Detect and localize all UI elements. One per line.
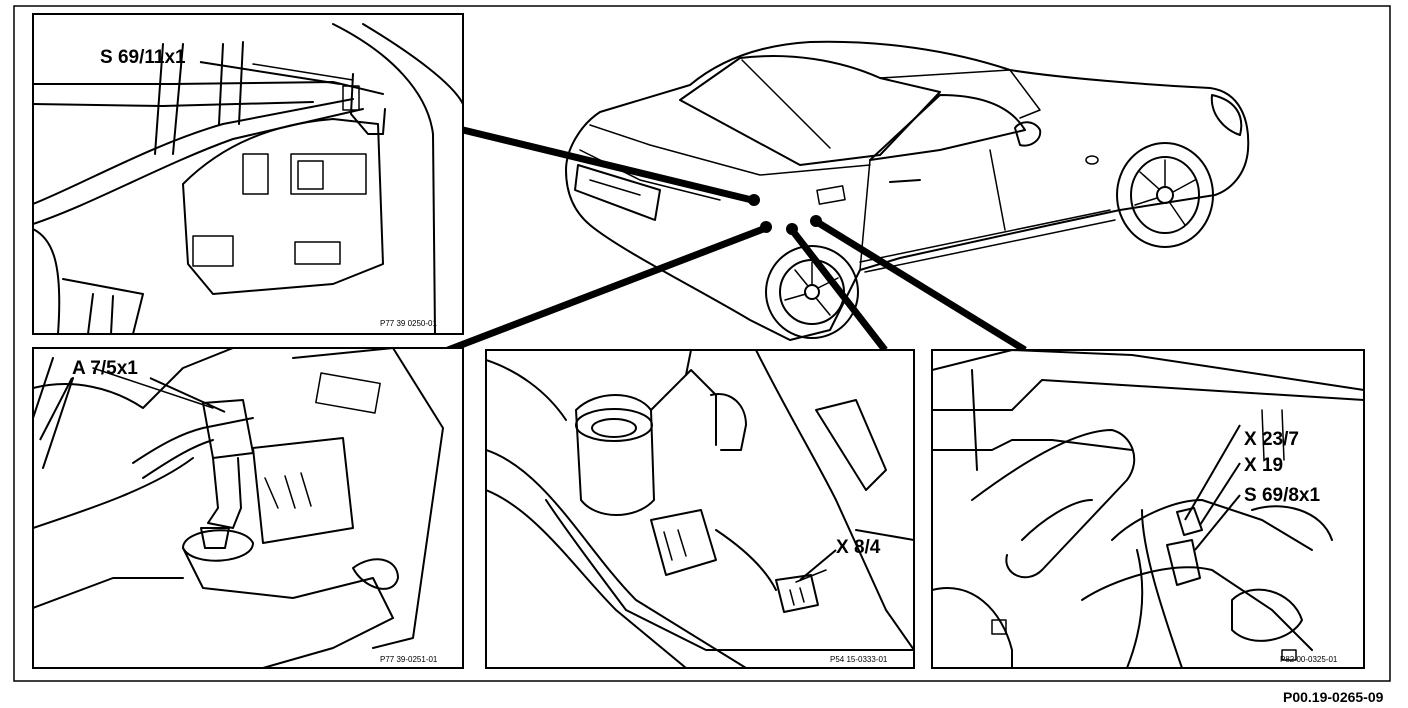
rear-wheel: [765, 245, 859, 339]
leader-to-top-left-panel: [462, 126, 753, 204]
panel-mid-left: A 7/5x1 P77 39-0251-01: [32, 347, 464, 669]
location-dot-a7-5x1: [760, 221, 772, 233]
panel-top-left: S 69/11x1 P77 39 0250-01: [32, 13, 464, 335]
location-dot-s69-11x1: [748, 194, 760, 206]
front-wheel: [1116, 142, 1214, 248]
pointer-x8-4: [799, 549, 837, 581]
ref-p77-39-0251: P77 39-0251-01: [380, 655, 438, 664]
panel-center: X 8/4 P54 15-0333-01: [485, 349, 915, 669]
pointer-s69-8x1: [1194, 494, 1241, 551]
label-x23-7: X 23/7: [1244, 429, 1299, 450]
leader-to-mid-left-panel: [446, 224, 768, 354]
panel-right: X 23/7 X 19 S 69/8x1 P82 00-0325-01: [931, 349, 1365, 669]
car-illustration: [565, 40, 1250, 341]
pointer-lines: [39, 61, 1241, 581]
label-s69-8x1: S 69/8x1: [1244, 485, 1320, 506]
location-dot-x23-7: [810, 215, 822, 227]
ref-p54-15-0333: P54 15-0333-01: [830, 655, 888, 664]
leader-to-center-panel: [789, 227, 888, 353]
location-dot-x8-4: [786, 223, 798, 235]
document-number: P00.19-0265-09: [1283, 689, 1384, 705]
pointer-x23-7: [1184, 424, 1241, 521]
ref-p77-39-0250: P77 39 0250-01: [380, 319, 437, 328]
label-x8-4: X 8/4: [836, 537, 881, 558]
pointer-a7-5x1: [149, 377, 226, 413]
label-a7-5x1: A 7/5x1: [72, 358, 138, 379]
leader-to-right-panel: [815, 219, 1027, 353]
pointer-a7-5x1-b: [39, 377, 73, 441]
pointer-x19: [1199, 462, 1241, 526]
ref-p82-00-0325: P82 00-0325-01: [1280, 655, 1338, 664]
outer-frame: [13, 5, 1391, 682]
pointer-s69-11x1: [199, 61, 341, 85]
leader-lines: [446, 126, 1027, 354]
label-x19: X 19: [1244, 455, 1283, 476]
label-s69-11x1: S 69/11x1: [100, 47, 186, 68]
